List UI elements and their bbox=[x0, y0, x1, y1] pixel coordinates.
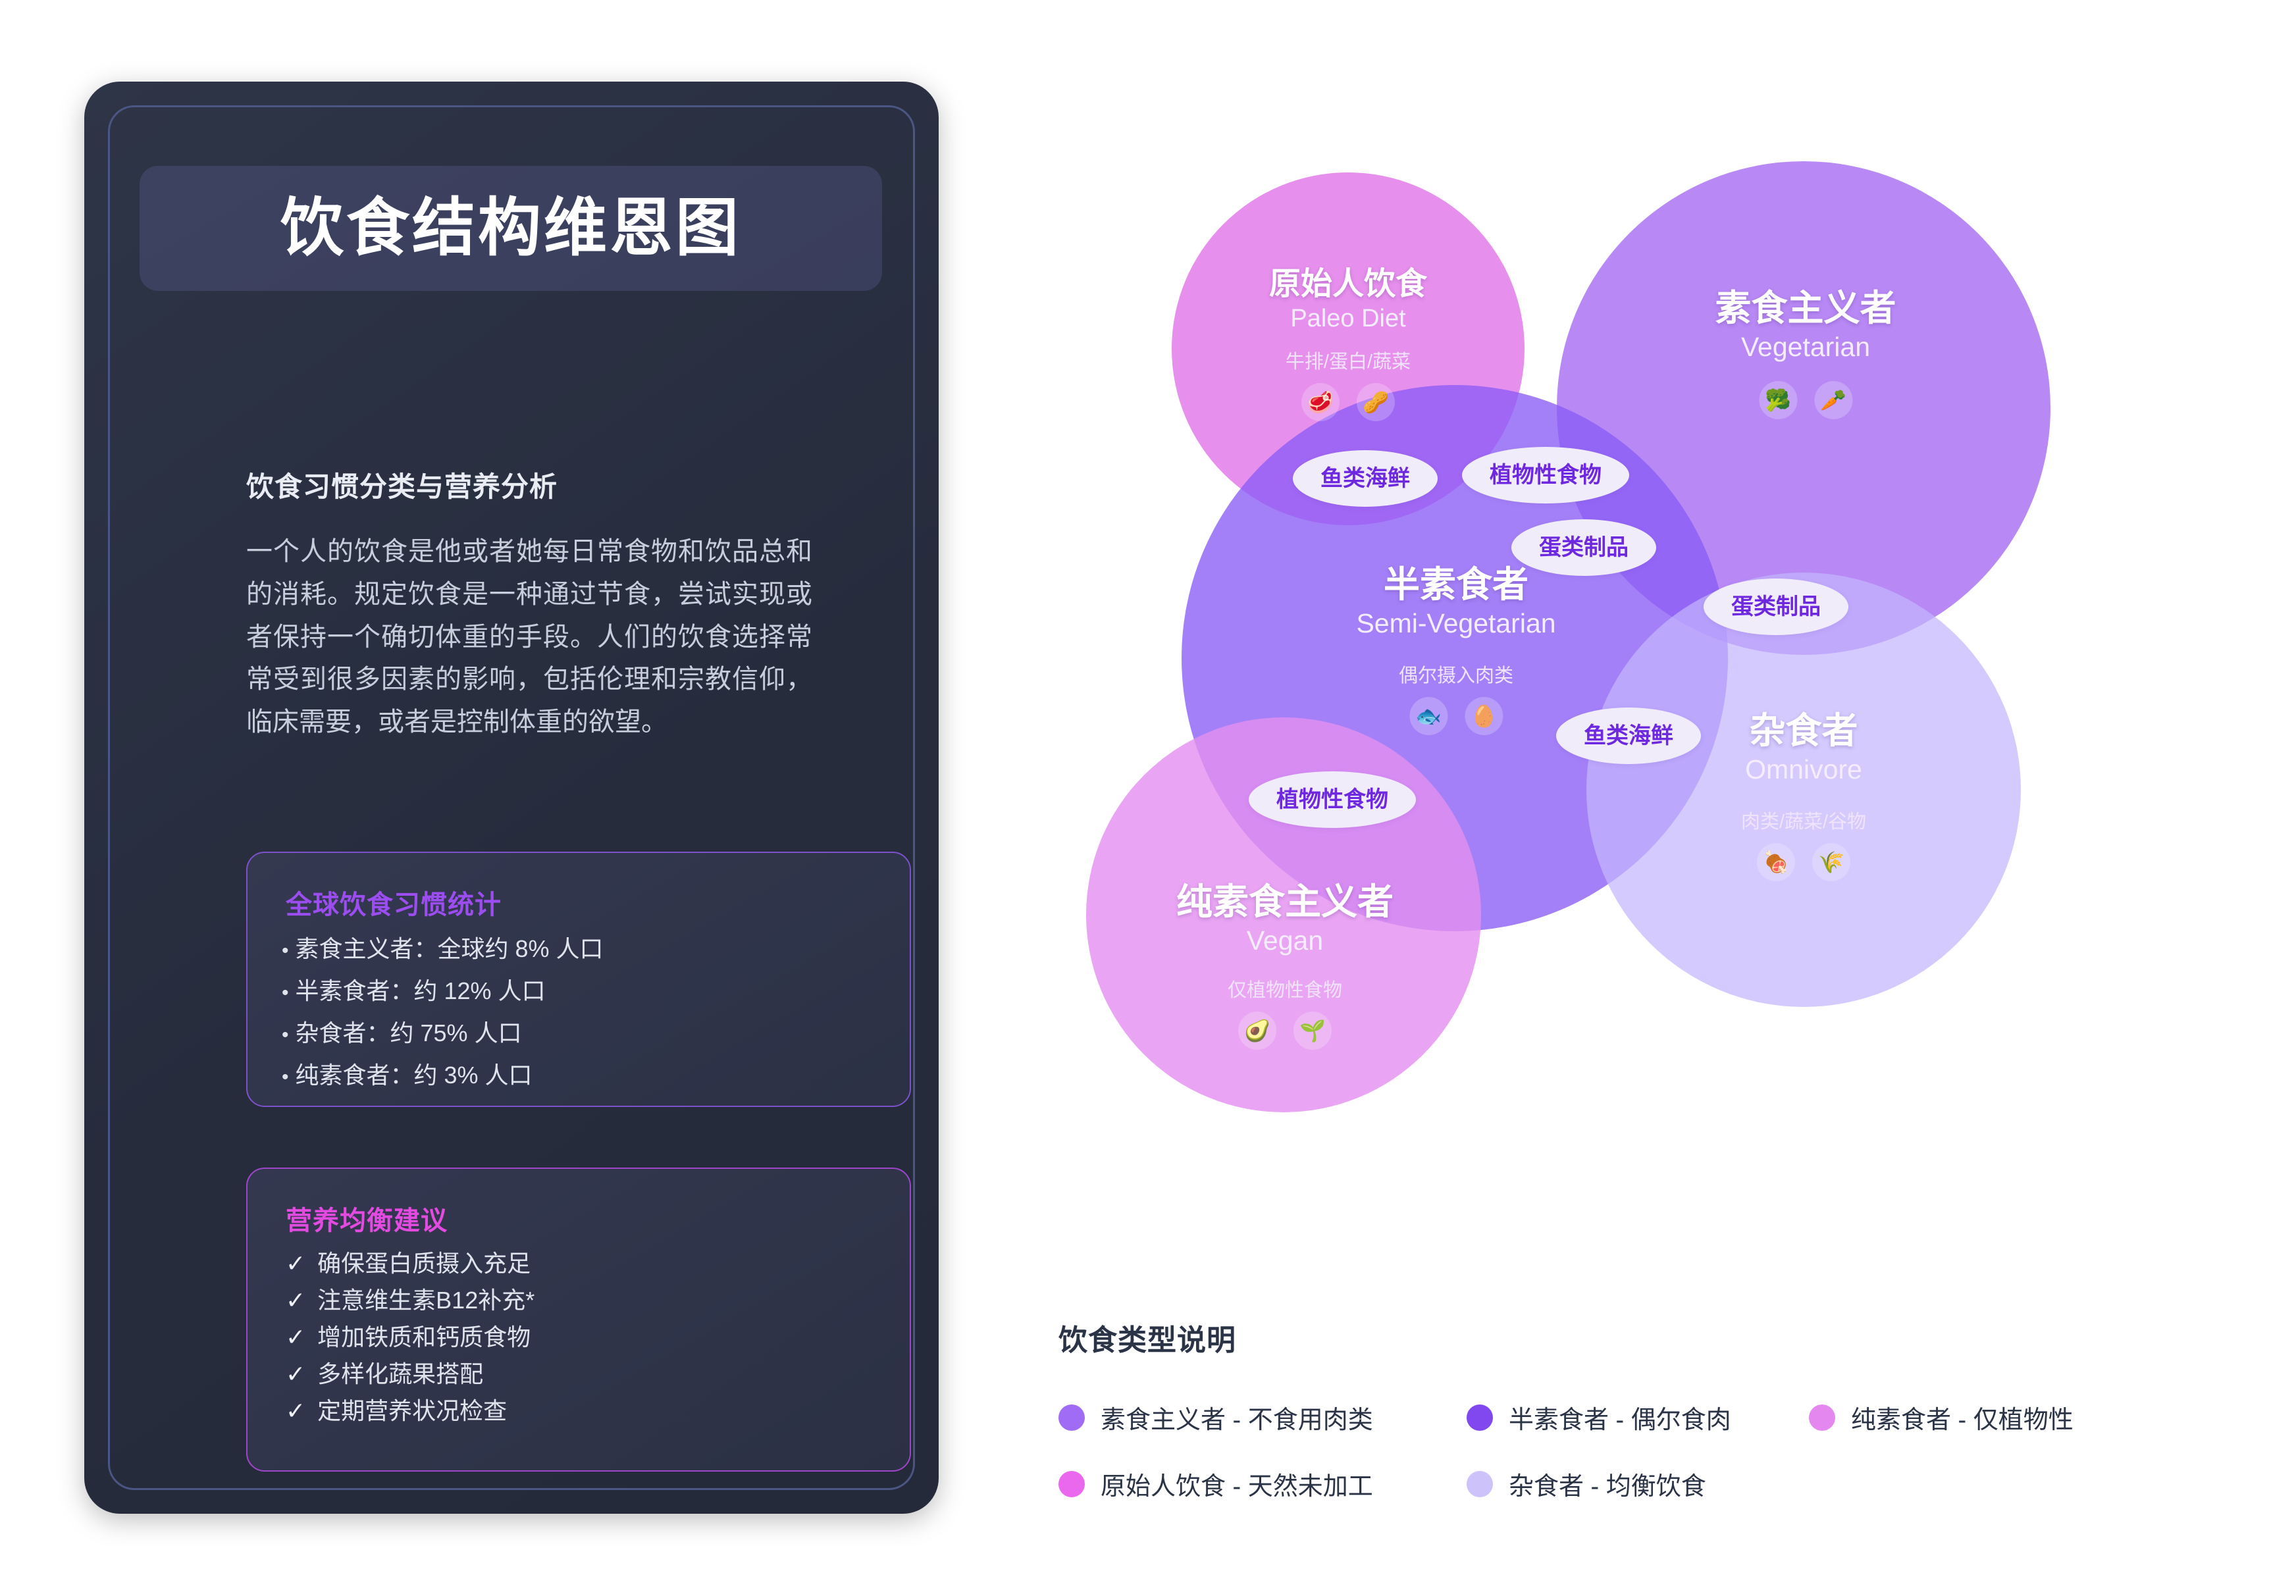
check-icon: ✓ bbox=[286, 1250, 306, 1277]
bullet-icon: • bbox=[282, 940, 289, 962]
list-item: ✓ 确保蛋白质摄入充足 bbox=[286, 1252, 883, 1275]
list-item: • 纯素食者：约 3% 人口 bbox=[282, 1064, 883, 1087]
intersection-pill: 鱼类海鲜 bbox=[1556, 708, 1701, 764]
legend-color-dot bbox=[1058, 1404, 1085, 1431]
bullet-icon: • bbox=[282, 1024, 289, 1046]
list-item: ✓ 增加铁质和钙质食物 bbox=[286, 1326, 883, 1349]
stats-item-text: 素食主义者：全球约 8% 人口 bbox=[295, 935, 604, 962]
intersection-pill: 植物性食物 bbox=[1249, 771, 1416, 828]
info-panel: 饮食结构维恩图 饮食习惯分类与营养分析 一个人的饮食是他或者她每日常食物和饮品总… bbox=[84, 82, 939, 1514]
legend-item-label: 原始人饮食 - 天然未加工 bbox=[1101, 1473, 1373, 1501]
advice-item-text: 注意维生素B12补充* bbox=[317, 1287, 535, 1314]
bullet-icon: • bbox=[282, 982, 289, 1004]
list-item: • 半素食者：约 12% 人口 bbox=[282, 979, 883, 1003]
venn-circle-omnivore bbox=[1586, 573, 2021, 1007]
global-stats-card: 全球饮食习惯统计 • 素食主义者：全球约 8% 人口 • 半素食者：约 12% 人口… bbox=[246, 852, 911, 1107]
legend-color-dot bbox=[1058, 1470, 1085, 1497]
advice-list: ✓ 确保蛋白质摄入充足 ✓ 注意维生素B12补充* ✓ 增加铁质和钙质食物 ✓ 多样化蔬… bbox=[286, 1252, 883, 1436]
check-icon: ✓ bbox=[286, 1360, 306, 1387]
title-banner: 饮食结构维恩图 bbox=[140, 166, 882, 291]
legend: 饮食类型说明 素食主义者 - 不食用肉类 半素食者 - 偶尔食肉 纯素食者 - … bbox=[1058, 1316, 2178, 1502]
advice-item-text: 确保蛋白质摄入充足 bbox=[317, 1250, 531, 1277]
stats-item-text: 半素食者：约 12% 人口 bbox=[295, 977, 546, 1004]
legend-item-paleo[interactable]: 原始人饮食 - 天然未加工 bbox=[1058, 1466, 1467, 1502]
intersection-pill: 鱼类海鲜 bbox=[1293, 450, 1438, 507]
legend-item-label: 杂食者 - 均衡饮食 bbox=[1509, 1473, 1706, 1501]
list-item: • 杂食者：约 75% 人口 bbox=[282, 1021, 883, 1045]
legend-color-dot bbox=[1809, 1404, 1835, 1431]
intersection-pill: 植物性食物 bbox=[1462, 447, 1629, 503]
advice-card-title: 营养均衡建议 bbox=[286, 1206, 448, 1235]
advice-item-text: 多样化蔬果搭配 bbox=[317, 1360, 484, 1387]
advice-item-text: 增加铁质和钙质食物 bbox=[317, 1324, 531, 1351]
legend-item-label: 素食主义者 - 不食用肉类 bbox=[1101, 1406, 1373, 1434]
venn-diagram: 原始人饮食 Paleo Diet 牛排/蛋白/蔬菜 🥩 🥜 素食主义者 Vege… bbox=[1053, 132, 2251, 1250]
legend-item-vegan[interactable]: 纯素食者 - 仅植物性 bbox=[1809, 1399, 2151, 1435]
intro-paragraph: 一个人的饮食是他或者她每日常食物和饮品总和的消耗。规定饮食是一种通过节食，尝试实… bbox=[246, 537, 812, 737]
check-icon: ✓ bbox=[286, 1324, 306, 1351]
legend-item-semi-vegetarian[interactable]: 半素食者 - 偶尔食肉 bbox=[1467, 1399, 1809, 1435]
panel-inner-frame bbox=[108, 105, 915, 1490]
bullet-icon: • bbox=[282, 1066, 289, 1088]
legend-color-dot bbox=[1467, 1470, 1493, 1497]
legend-item-omnivore[interactable]: 杂食者 - 均衡饮食 bbox=[1467, 1466, 1809, 1502]
legend-item-label: 半素食者 - 偶尔食肉 bbox=[1509, 1406, 1731, 1434]
stats-card-title: 全球饮食习惯统计 bbox=[286, 890, 502, 919]
legend-color-dot bbox=[1467, 1404, 1493, 1431]
list-item: ✓ 注意维生素B12补充* bbox=[286, 1289, 883, 1312]
advice-item-text: 定期营养状况检查 bbox=[317, 1397, 508, 1424]
section-heading: 饮食习惯分类与营养分析 bbox=[246, 471, 558, 502]
list-item: ✓ 定期营养状况检查 bbox=[286, 1399, 883, 1423]
intersection-pill: 蛋类制品 bbox=[1704, 579, 1848, 635]
legend-item-vegetarian[interactable]: 素食主义者 - 不食用肉类 bbox=[1058, 1399, 1467, 1435]
nutrition-advice-card: 营养均衡建议 ✓ 确保蛋白质摄入充足 ✓ 注意维生素B12补充* ✓ 增加铁质和钙质食… bbox=[246, 1168, 911, 1472]
legend-grid: 素食主义者 - 不食用肉类 半素食者 - 偶尔食肉 纯素食者 - 仅植物性 原始… bbox=[1058, 1399, 2178, 1502]
page-title: 饮食结构维恩图 bbox=[280, 193, 741, 263]
list-item: • 素食主义者：全球约 8% 人口 bbox=[282, 937, 883, 961]
stats-item-text: 杂食者：约 75% 人口 bbox=[295, 1019, 522, 1046]
legend-item-label: 纯素食者 - 仅植物性 bbox=[1851, 1406, 2074, 1434]
legend-title: 饮食类型说明 bbox=[1058, 1324, 1236, 1356]
list-item: ✓ 多样化蔬果搭配 bbox=[286, 1362, 883, 1386]
intersection-pill: 蛋类制品 bbox=[1511, 519, 1656, 576]
venn-circles-svg bbox=[1086, 161, 2050, 1112]
stats-list: • 素食主义者：全球约 8% 人口 • 半素食者：约 12% 人口 • 杂食者：约 7… bbox=[282, 937, 883, 1106]
stats-item-text: 纯素食者：约 3% 人口 bbox=[295, 1062, 533, 1089]
check-icon: ✓ bbox=[286, 1397, 306, 1424]
check-icon: ✓ bbox=[286, 1287, 306, 1314]
